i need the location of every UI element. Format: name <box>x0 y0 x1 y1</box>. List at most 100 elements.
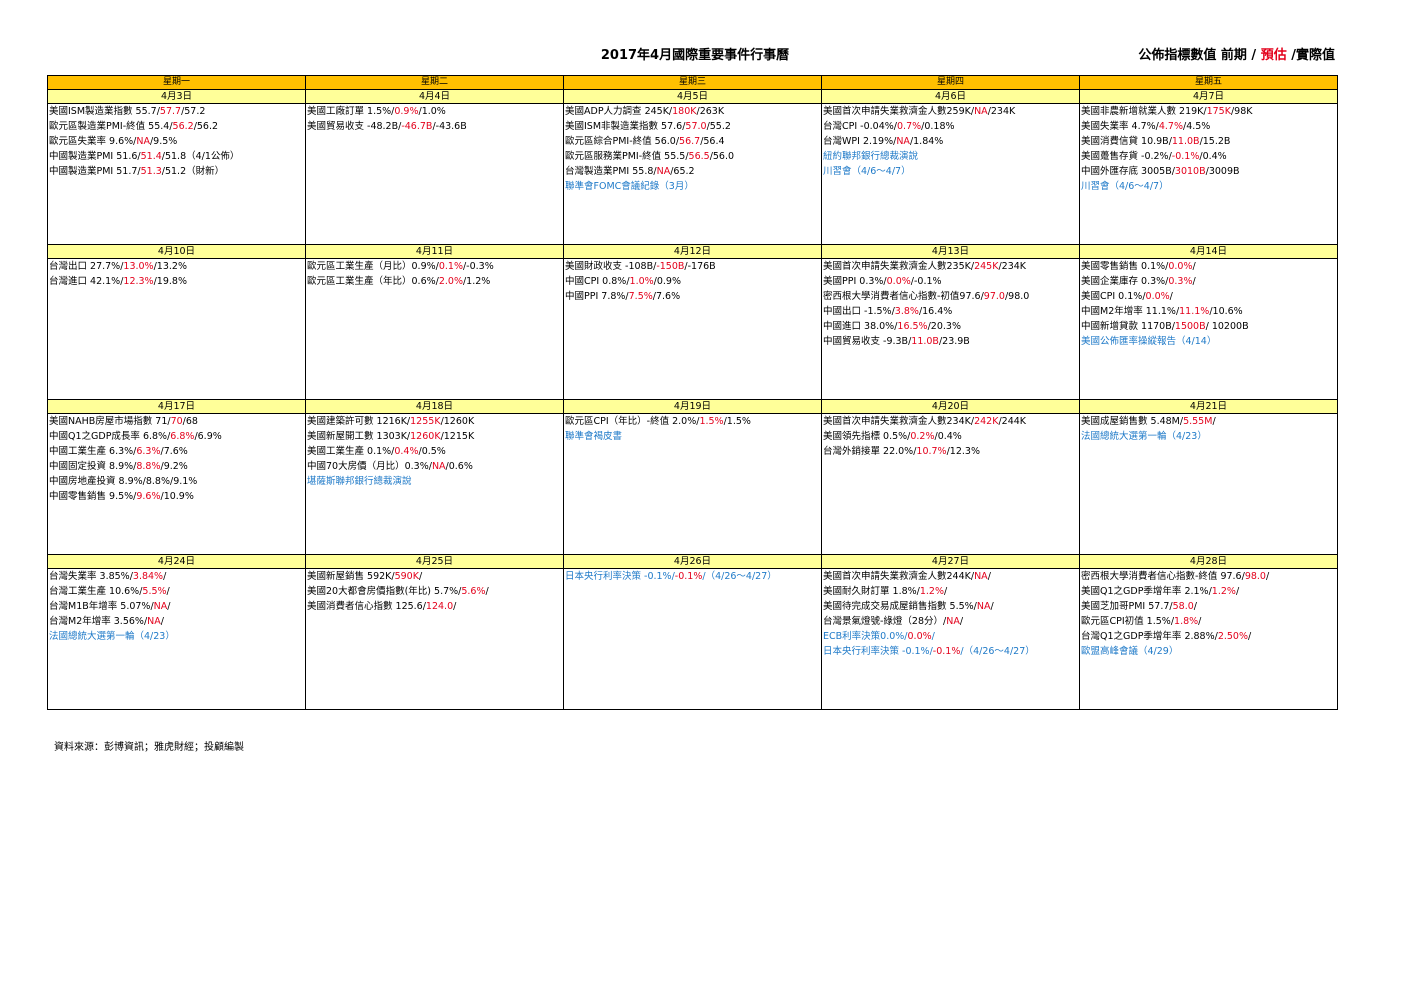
indicator-text: /19.8% <box>153 276 187 287</box>
estimate-value: 3.8% <box>894 306 919 317</box>
indicator-item: 美國工廠訂單 1.5%/0.9%/1.0% <box>306 104 563 119</box>
indicator-item: 中國固定投資 8.9%/8.8%/9.2% <box>48 459 305 474</box>
indicator-text: 聯準會褐皮書 <box>565 431 623 442</box>
indicator-text: /-0.3% <box>462 261 494 272</box>
event-item: 美國公佈匯率操縱報告（4/14） <box>1080 334 1337 349</box>
estimate-value: 1.2% <box>919 586 944 597</box>
event-item: ECB利率決策0.0%/0.0%/ <box>822 629 1079 644</box>
indicator-text: 美國芝加哥PMI 57.7/ <box>1081 601 1173 612</box>
estimate-value: NA <box>147 616 161 627</box>
weekday-header-row: 星期一 星期二 星期三 星期四 星期五 <box>47 75 1338 90</box>
indicator-text: 美國領先指標 0.5%/ <box>823 431 911 442</box>
day-events: 美國首次申請失業救濟金人數244K/NA/美國耐久財訂單 1.8%/1.2%/美… <box>821 568 1080 710</box>
indicator-text: /-0.1% <box>910 276 942 287</box>
indicator-text: 中國固定投資 8.9%/ <box>49 461 137 472</box>
indicator-item: 台灣M2年增率 3.56%/NA/ <box>48 614 305 629</box>
day-date: 4月21日 <box>1079 399 1338 414</box>
estimate-value: 98.0 <box>1244 571 1266 582</box>
page-title: 2017年4月國際重要事件行事曆 <box>600 48 790 63</box>
indicator-text: / <box>944 586 948 597</box>
indicator-item: 台灣製造業PMI 55.8/NA/65.2 <box>564 164 821 179</box>
indicator-item: 美國待完成交易成屋銷售指數 5.5%/NA/ <box>822 599 1079 614</box>
estimate-value: 0.9% <box>394 106 419 117</box>
event-item: 聯準會褐皮書 <box>564 429 821 444</box>
indicator-text: 美國首次申請失業救濟金人數259K/ <box>823 106 975 117</box>
indicator-text: / <box>418 571 423 582</box>
day-date: 4月11日 <box>305 244 564 259</box>
indicator-text: 台灣製造業PMI 55.8/ <box>565 166 657 177</box>
estimate-value: 4.7% <box>1158 121 1183 132</box>
estimate-value: 1255K <box>410 416 441 427</box>
indicator-text: ECB利率決策0.0%/ <box>823 631 908 642</box>
indicator-text: /16.4% <box>918 306 953 317</box>
event-item: 川習會（4/6～4/7） <box>1080 179 1337 194</box>
indicator-item: 中國貿易收支 -9.3B/11.0B/23.9B <box>822 334 1079 349</box>
indicator-item: 美國非農新增就業人數 219K/175K/98K <box>1080 104 1337 119</box>
indicator-item: 美國首次申請失業救濟金人數244K/NA/ <box>822 569 1079 584</box>
indicator-text: / <box>1235 586 1240 597</box>
estimate-value: 12.3% <box>123 276 154 287</box>
indicator-item: 中國M2年增率 11.1%/11.1%/10.6% <box>1080 304 1337 319</box>
indicator-text: 法國總統大選第一輪（4/23） <box>49 631 175 642</box>
indicator-text: /-176B <box>684 261 716 272</box>
day-date: 4月4日 <box>305 89 564 104</box>
estimate-value: 3.84% <box>132 571 164 582</box>
indicator-text: /6.9% <box>194 431 222 442</box>
estimate-value: 56.7 <box>679 136 701 147</box>
indicator-text: / <box>1192 261 1196 272</box>
indicator-text: / <box>485 586 489 597</box>
indicator-text: 台灣工業生產 10.6%/ <box>49 586 143 597</box>
indicator-text: 美國耐久財訂單 1.8%/ <box>823 586 920 597</box>
estimate-value: 57.0 <box>685 121 707 132</box>
indicator-text: / <box>990 601 994 612</box>
weekday-wednesday: 星期三 <box>563 75 822 90</box>
indicator-item: 中國零售銷售 9.5%/9.6%/10.9% <box>48 489 305 504</box>
day-events: 美國零售銷售 0.1%/0.0%/美國企業庫存 0.3%/0.3%/美國CPI … <box>1079 258 1338 400</box>
day-events: 台灣失業率 3.85%/3.84%/台灣工業生產 10.6%/5.5%/台灣M1… <box>47 568 306 710</box>
estimate-value: 245K <box>974 261 999 272</box>
indicator-item: 歐元區失業率 9.6%/NA/9.5% <box>48 134 305 149</box>
indicator-text: 美國成屋銷售數 5.48M/ <box>1081 416 1184 427</box>
indicator-text: / <box>1265 571 1270 582</box>
estimate-value: NA <box>431 461 446 472</box>
indicator-text: / <box>1193 601 1197 612</box>
indicator-item: 美國NAHB房屋市場指數 71/70/68 <box>48 414 305 429</box>
indicator-text: 美國零售銷售 0.1%/ <box>1081 261 1169 272</box>
day-date: 4月20日 <box>821 399 1080 414</box>
day-events: 密西根大學消費者信心指數-終值 97.6/98.0/美國Q1之GDP季增年率 2… <box>1079 568 1338 710</box>
estimate-value: 11.0B <box>1171 136 1200 147</box>
indicator-item: 美國首次申請失業救濟金人數235K/245K/234K <box>822 259 1079 274</box>
estimate-value: 180K <box>672 106 697 117</box>
indicator-text: 中國Q1之GDP成長率 6.8%/ <box>49 431 171 442</box>
indicator-text: /68 <box>182 416 198 427</box>
indicator-text: 聯準會FOMC會議紀錄（3月） <box>565 181 694 192</box>
estimate-value: 0.1% <box>438 261 463 272</box>
indicator-text: 歐元區製造業PMI-終值 55.4/ <box>49 121 173 132</box>
estimate-value: 6.8% <box>170 431 195 442</box>
estimate-value: 0.0% <box>1168 261 1193 272</box>
indicator-item: 美國建築許可數 1216K/1255K/1260K <box>306 414 563 429</box>
indicator-text: 台灣CPI -0.04%/ <box>823 121 897 132</box>
indicator-text: 美國首次申請失業救濟金人數244K/ <box>823 571 975 582</box>
estimate-value: 1.5% <box>699 416 724 427</box>
indicator-item: 美國消費者信心指數 125.6/124.0/ <box>306 599 563 614</box>
indicator-text: / <box>453 601 457 612</box>
estimate-value: 0.4% <box>394 446 419 457</box>
indicator-item: 歐元區工業生產（年比）0.6%/2.0%/1.2% <box>306 274 563 289</box>
indicator-text: 美國失業率 4.7%/ <box>1081 121 1159 132</box>
estimate-value: 0.0% <box>886 276 911 287</box>
indicator-text: /0.6% <box>445 461 473 472</box>
estimate-value: 51.3 <box>140 166 162 177</box>
indicator-text: 美國工廠訂單 1.5%/ <box>307 106 395 117</box>
day-events: 美國新屋銷售 592K/590K/美國20大都會房價指數(年比) 5.7%/5.… <box>305 568 564 710</box>
indicator-item: 歐元區綜合PMI-終值 56.0/56.7/56.4 <box>564 134 821 149</box>
indicator-text: 美國PPI 0.3%/ <box>823 276 887 287</box>
indicator-text: 美國貿易收支 -48.2B/ <box>307 121 402 132</box>
indicator-item: 美國CPI 0.1%/0.0%/ <box>1080 289 1337 304</box>
estimate-value: 0.0% <box>907 631 932 642</box>
day-date: 4月6日 <box>821 89 1080 104</box>
indicator-text: /1260K <box>440 416 475 427</box>
